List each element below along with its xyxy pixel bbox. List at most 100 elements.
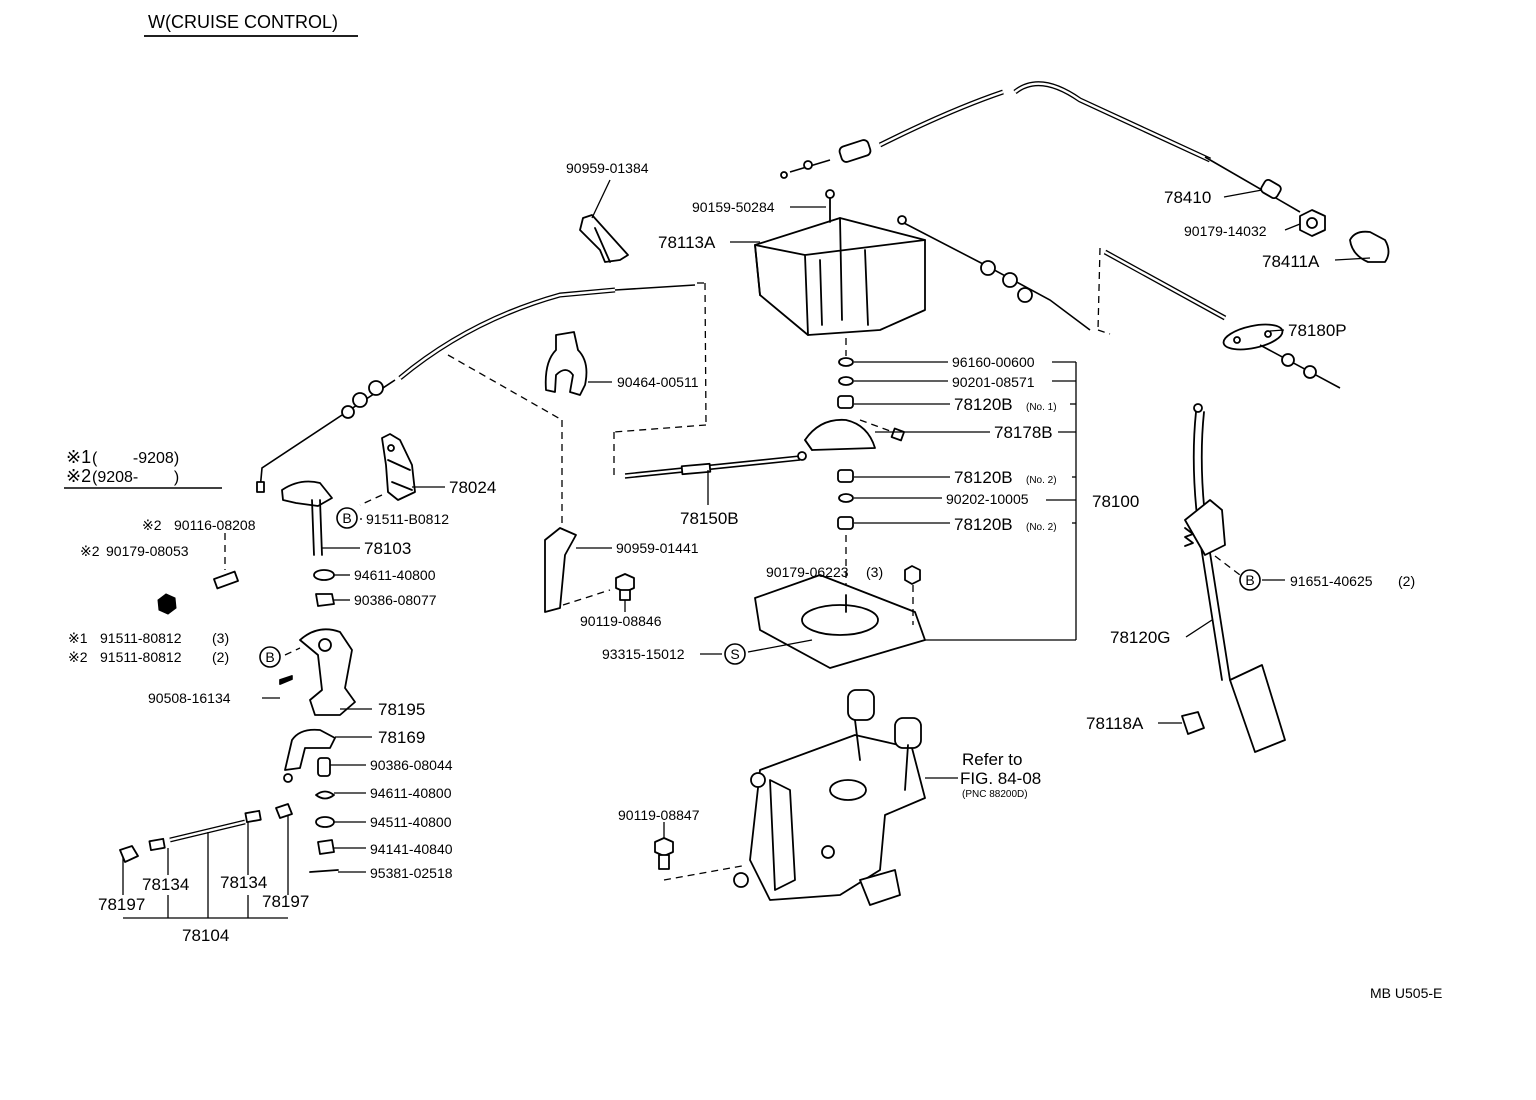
dashed-78178B <box>859 419 894 433</box>
label-90959-01384: 90959-01384 <box>566 160 649 176</box>
bolt-symbol-top: B <box>336 507 358 529</box>
note1-range: ( -9208) <box>92 450 179 467</box>
clip-94141-40840-drawing <box>317 839 335 855</box>
actuator-cover-78113A-drawing <box>754 189 926 336</box>
actuator-assembly-78100-drawing <box>754 338 926 669</box>
throttle-body-drawing <box>733 689 926 906</box>
bracket-90959-01441-drawing <box>544 527 611 613</box>
label-90179-08053: 90179-08053 <box>106 543 189 559</box>
label-90179-06223: 90179-06223 <box>766 564 849 580</box>
bolt-symbol-letter: B <box>265 649 274 665</box>
label-90119-08846: 90119-08846 <box>580 613 662 629</box>
note2-range: (9208- ) <box>92 469 179 486</box>
footer-code: MB U505-E <box>1370 985 1442 1001</box>
label-78120B-no1: 78120B <box>954 395 1013 414</box>
label-91511-B0812: 91511-B0812 <box>366 511 449 527</box>
spring-90508-16134-drawing <box>279 675 293 685</box>
label-90119-08847: 90119-08847 <box>618 807 700 823</box>
lever-78169-drawing <box>283 728 336 783</box>
refer-line2: FIG. 84-08 <box>960 769 1041 788</box>
label-91651-40625-qty: (2) <box>1398 573 1415 589</box>
leader-lines <box>122 179 1371 919</box>
label-90202-10005: 90202-10005 <box>946 491 1029 507</box>
note2-mark: ※2 <box>66 466 91 486</box>
label-78120G: 78120G <box>1110 628 1171 647</box>
label-78120B-no1-qualifier: (No. 1) <box>1026 402 1057 413</box>
label-90508-16134: 90508-16134 <box>148 690 231 706</box>
stopper-78118A-drawing <box>1181 711 1205 735</box>
label-90464-00511: 90464-00511 <box>617 374 699 390</box>
cushion-78411A-drawing <box>1349 230 1390 263</box>
stud-90116-08208-drawing <box>213 533 239 590</box>
label-91511-80812-n1-qty: (3) <box>212 630 229 646</box>
label-78120B-no2-b-qualifier: (No. 2) <box>1026 522 1057 533</box>
label-78120B-no2-b: 78120B <box>954 515 1013 534</box>
nut-90179-08053-drawing <box>157 593 177 615</box>
rod-78104-drawing <box>119 803 293 863</box>
bolt-symbol-pedal: B <box>1239 569 1261 591</box>
label-91511-80812-n2-mark: ※2 <box>68 649 88 665</box>
clamp-90959-01384-drawing <box>579 214 629 263</box>
refer-line1: Refer to <box>962 750 1022 769</box>
pedal-78120G-drawing <box>1184 403 1286 753</box>
label-90201-08571: 90201-08571 <box>952 374 1035 390</box>
label-78180P: 78180P <box>1288 321 1347 340</box>
label-95381-02518: 95381-02518 <box>370 865 453 881</box>
applicability-notes: ※1 ( -9208) ※2 (9208- ) <box>64 447 222 489</box>
label-78410: 78410 <box>1164 188 1211 207</box>
accelerator-cable-drawing <box>780 81 1301 213</box>
bolt-90119-08846-drawing <box>615 573 635 601</box>
label-90386-08044: 90386-08044 <box>370 757 453 773</box>
clip-90464-00511-drawing <box>544 331 588 396</box>
label-78134-right: 78134 <box>220 873 267 892</box>
label-78100: 78100 <box>1092 492 1139 511</box>
nut-90179-14032-drawing <box>1299 209 1326 237</box>
label-78103: 78103 <box>364 539 411 558</box>
label-78195: 78195 <box>378 700 425 719</box>
label-78024: 78024 <box>449 478 496 497</box>
label-94611-40800-b: 94611-40800 <box>370 785 452 801</box>
bolt-symbol-letter: B <box>342 510 351 526</box>
label-90179-06223-qty: (3) <box>866 564 883 580</box>
bolt-symbol-middle: B <box>259 646 281 668</box>
bolt-symbol-letter: B <box>1245 572 1254 588</box>
part-labels: 90959-01384 90159-50284 78113A 78410 901… <box>68 160 1442 1001</box>
label-78411A: 78411A <box>1262 252 1320 271</box>
label-90179-14032: 90179-14032 <box>1184 223 1267 239</box>
label-78113A: 78113A <box>658 233 716 252</box>
label-91651-40625: 91651-40625 <box>1290 573 1373 589</box>
label-94511-40800: 94511-40800 <box>370 814 452 830</box>
label-94611-40800-a: 94611-40800 <box>354 567 436 583</box>
label-91511-80812-n1-mark: ※1 <box>68 630 88 646</box>
label-96160-00600: 96160-00600 <box>952 354 1035 370</box>
refer-line3: (PNC 88200D) <box>962 789 1028 800</box>
label-90179-08053-mark: ※2 <box>80 543 100 559</box>
control-cable-78150B-drawing <box>256 282 807 530</box>
label-78150B: 78150B <box>680 509 739 528</box>
bracket-78024-drawing <box>359 433 416 506</box>
label-78120B-no2-a: 78120B <box>954 468 1013 487</box>
washer-94511-40800-drawing <box>315 816 335 828</box>
label-78178B: 78178B <box>994 423 1053 442</box>
label-78169: 78169 <box>378 728 425 747</box>
lever-78103-drawing <box>281 480 333 556</box>
actuator-cable-drawing <box>897 215 1091 331</box>
special-symbol: S <box>724 643 746 665</box>
label-78197-right: 78197 <box>262 892 309 911</box>
bolt-90119-08847-drawing <box>654 837 743 881</box>
label-90116-08208: 90116-08208 <box>174 517 256 533</box>
pin-95381-02518-drawing <box>309 869 339 873</box>
label-94141-40840: 94141-40840 <box>370 841 453 857</box>
special-symbol-letter: S <box>730 646 739 662</box>
bush-90386-08044-drawing <box>317 757 331 777</box>
label-90159-50284: 90159-50284 <box>692 199 775 215</box>
diagram-title: W(CRUISE CONTROL) <box>148 12 338 32</box>
bracket-78195-drawing <box>284 628 356 716</box>
note1-mark: ※1 <box>66 447 91 467</box>
washer-94611-a-drawing <box>313 569 335 581</box>
label-78104: 78104 <box>182 926 229 945</box>
label-78134-left: 78134 <box>142 875 189 894</box>
label-91511-80812-n2: 91511-80812 <box>100 649 182 665</box>
label-78118A: 78118A <box>1086 714 1144 733</box>
